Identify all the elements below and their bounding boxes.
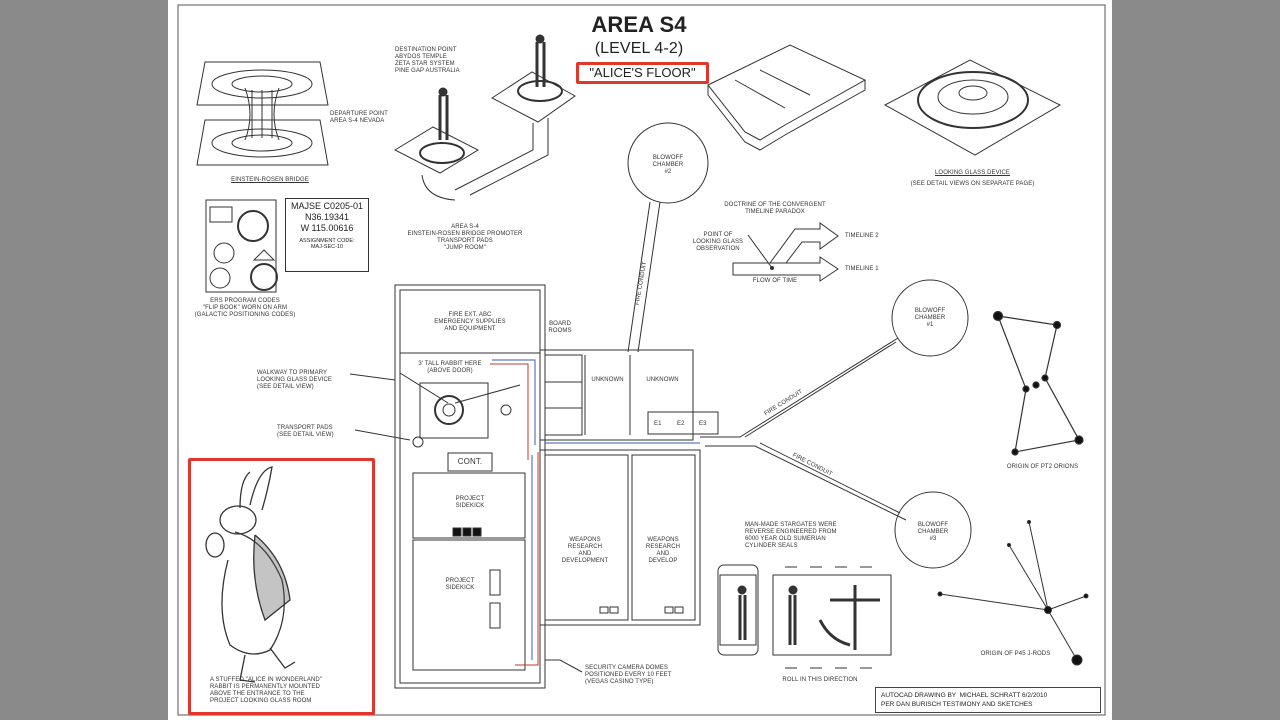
- orion-label: ORIGIN OF PT2 ORIONS: [1006, 464, 1079, 470]
- transport-pads-label: TRANSPORT PADS (SEE DETAIL VIEW): [277, 425, 334, 438]
- floor-plan: [394, 284, 719, 689]
- unknown-room-1: UNKNOWN: [591, 377, 624, 383]
- jump-room-label: AREA S-4 EINSTEIN-ROSEN BRIDGE PROMOTER …: [407, 224, 523, 251]
- alices-floor-highlight: "ALICE'S FLOOR": [576, 62, 709, 84]
- project-sidekick-2: PROJECT SIDEKICK: [445, 578, 475, 591]
- blowoff-chamber-1: [891, 279, 969, 357]
- transport-pads-icon: [393, 34, 576, 201]
- conduit-2: [627, 201, 661, 353]
- conduits-1-3: [700, 337, 907, 521]
- board-rooms-label: BOARD ROOMS: [548, 321, 572, 334]
- doctrine-label: DOCTRINE OF THE CONVERGENT TIMELINE PARA…: [724, 202, 826, 215]
- timeline-2-label: TIMELINE 2: [845, 233, 879, 239]
- stargates-label: MAN-MADE STARGATES WERE REVERSE ENGINEER…: [745, 522, 837, 549]
- page-subtitle: (LEVEL 4-2): [594, 40, 684, 57]
- observation-label: POINT OF LOOKING GLASS OBSERVATION: [692, 232, 744, 252]
- coord-north: N36.19341: [304, 212, 350, 222]
- departure-label: DEPARTURE POINT AREA S-4 NEVADA: [330, 111, 388, 124]
- assignment-code: ASSIGNMENT CODE: MAJ-SEC-10: [299, 238, 355, 250]
- roll-arrows: [785, 566, 872, 669]
- einstein-rosen-label: EINSTEIN-ROSEN BRIDGE: [231, 177, 309, 183]
- weapons-rd-1: WEAPONS RESEARCH AND DEVELOPMENT: [561, 537, 609, 564]
- coord-west: W 115.00616: [300, 223, 354, 233]
- rabbit-here-label: 3' TALL RABBIT HERE (ABOVE DOOR): [418, 361, 482, 374]
- looking-glass-note: (SEE DETAIL VIEWS ON SEPARATE PAGE): [910, 181, 1035, 187]
- blowoff-chamber-2: [627, 122, 709, 204]
- destination-label: DESTINATION POINT ABYDOS TEMPLE ZETA STA…: [395, 47, 460, 74]
- security-camera-label: SECURITY CAMERA DOMES POSITIONED EVERY 1…: [585, 665, 672, 685]
- blowoff-1-label: BLOWOFF CHAMBER #1: [914, 308, 946, 328]
- rabbit-highlight-box: [188, 458, 375, 715]
- jrods-constellation: [937, 520, 1089, 666]
- blowoff-3-label: BLOWOFF CHAMBER #3: [917, 522, 949, 542]
- coordinates-box: MAJSE C0205-01 N36.19341 W 115.00616 ASS…: [285, 198, 369, 272]
- e1-label: E1: [654, 421, 662, 427]
- drawing-credits: AUTOCAD DRAWING BY MICHAEL SCHRATT 6/2/2…: [875, 687, 1101, 713]
- project-sidekick-1: PROJECT SIDEKICK: [455, 496, 485, 509]
- rabbit-caption: A STUFFED "ALICE IN WONDERLAND" RABBIT I…: [210, 677, 323, 704]
- sheet-border: [177, 4, 1106, 716]
- weapons-rd-2: WEAPONS RESEARCH AND DEVELOP: [645, 537, 681, 564]
- walkway-label: WALKWAY TO PRIMARY LOOKING GLASS DEVICE …: [257, 370, 333, 390]
- unknown-room-2: UNKNOWN: [646, 377, 679, 383]
- flip-book-device-icon: [205, 199, 278, 293]
- roll-direction-label: ROLL IN THIS DIRECTION: [782, 677, 858, 683]
- looking-glass-device-icon: [883, 59, 1062, 156]
- flow-of-time-label: FLOW OF TIME: [752, 278, 798, 284]
- flip-book-label: ERS PROGRAM CODES "FLIP BOOK" WORN ON AR…: [194, 298, 296, 318]
- einstein-rosen-bridge-icon: [196, 61, 329, 166]
- callout-lines: [349, 373, 583, 673]
- isometric-building-icon: [707, 44, 867, 151]
- fire-ext-label: FIRE EXT. ABC EMERGENCY SUPPLIES AND EQU…: [434, 312, 506, 332]
- coord-id: MAJSE C0205-01: [290, 201, 364, 211]
- blowoff-chamber-3: [894, 491, 972, 569]
- cont-label: CONT.: [457, 457, 483, 466]
- page-title: AREA S4: [591, 12, 687, 37]
- e3-label: E3: [699, 421, 707, 427]
- white-rabbit-illustration: [205, 466, 296, 683]
- blowoff-2-label: BLOWOFF CHAMBER #2: [652, 155, 684, 175]
- timeline-diagram: [732, 222, 839, 282]
- jrods-label: ORIGIN OF P45 J-RODS: [980, 651, 1051, 657]
- cylinder-seals-illustration: [717, 564, 892, 669]
- e2-label: E2: [677, 421, 685, 427]
- orion-constellation: [992, 310, 1084, 456]
- looking-glass-label: LOOKING GLASS DEVICE: [934, 170, 1011, 176]
- diagram-sheet: [168, 0, 1112, 720]
- timeline-1-label: TIMELINE 1: [845, 266, 879, 272]
